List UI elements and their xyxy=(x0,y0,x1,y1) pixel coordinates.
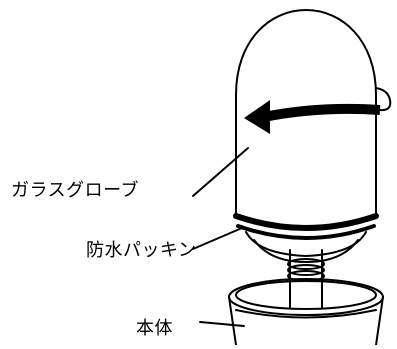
neck xyxy=(245,231,367,309)
label-body: 本体 xyxy=(136,318,173,339)
waterproof-gasket xyxy=(233,213,379,240)
leader-line-body xyxy=(199,321,245,327)
label-waterproof-gasket: 防水パッキン xyxy=(86,240,197,261)
leader-line-globe xyxy=(192,147,249,197)
label-glass-globe: ガラスグローブ xyxy=(11,180,140,201)
leader-line-gasket xyxy=(192,227,243,250)
body-cup xyxy=(228,278,384,346)
rotation-arrow-icon xyxy=(244,87,392,134)
